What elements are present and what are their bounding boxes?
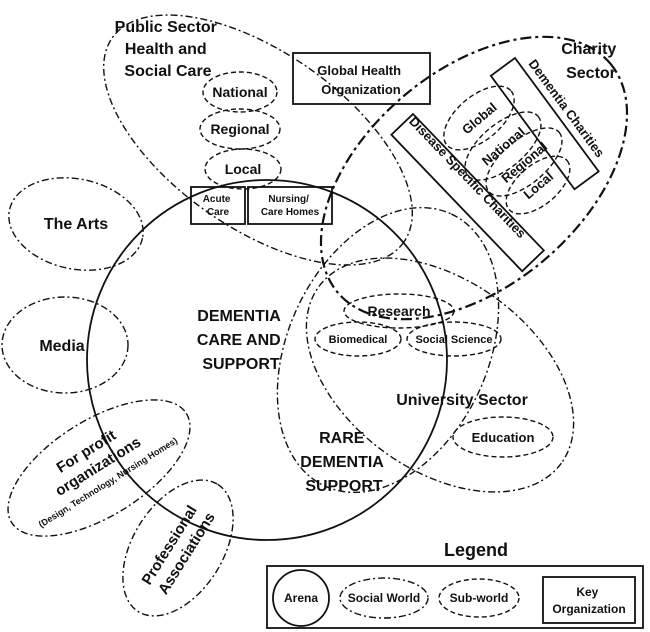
- nursing-homes-box: [247, 186, 333, 225]
- legend-social-world-symbol: [339, 577, 429, 619]
- charity-sector-line-1: Charity: [561, 41, 616, 58]
- legend-social-world-label: Social World: [348, 591, 420, 605]
- rare-dementia-label: RARE DEMENTIA SUPPORT: [300, 430, 387, 495]
- university-sector-ellipse: [305, 257, 575, 493]
- global-health-line-1: Global Health: [317, 63, 401, 78]
- charity-local-subworld: [505, 155, 571, 215]
- local-subworld: [204, 148, 282, 190]
- dementia-care-arena-circle: [86, 179, 448, 541]
- charity-regional-subworld: [485, 127, 563, 197]
- research-subworld: [343, 293, 455, 329]
- regional-label: Regional: [210, 121, 269, 137]
- national-label: National: [212, 84, 267, 100]
- charity-national-subworld: [464, 111, 542, 181]
- legend-key-org-line-2: Organization: [552, 602, 625, 616]
- social-science-label: Social Science: [415, 334, 492, 346]
- dementia-charities-box: [489, 56, 600, 191]
- dementia-care-label: DEMENTIA CARE AND SUPPORT: [197, 308, 285, 373]
- charity-sector-label: Charity Sector: [561, 41, 621, 82]
- legend-arena-label: Arena: [284, 591, 318, 605]
- rare-dementia-line-1: RARE: [319, 430, 365, 447]
- legend-arena-symbol: [272, 569, 330, 627]
- public-sector-line-3: Social Care: [124, 63, 211, 80]
- legend-title: Legend: [444, 540, 508, 560]
- media-ellipse: [1, 296, 129, 394]
- legend-key-org-label: Key Organization: [552, 585, 625, 616]
- global-health-label: Global Health Organization: [317, 63, 404, 97]
- nursing-homes-line-1: Nursing/: [268, 194, 309, 205]
- disease-specific-box: [390, 112, 546, 273]
- legend-sub-world-label: Sub-world: [450, 591, 509, 605]
- nursing-homes-line-2: Care Homes: [261, 207, 320, 218]
- global-health-box: [292, 52, 431, 105]
- rare-dementia-line-2: DEMENTIA: [300, 454, 384, 471]
- professional-label-group: Professional Associations: [139, 499, 219, 598]
- dementia-care-line-2: CARE AND: [197, 332, 281, 349]
- charity-local-label: Local: [520, 169, 556, 202]
- public-sector-line-1: Public Sector: [115, 19, 217, 36]
- biomedical-subworld: [314, 321, 402, 357]
- legend-sub-world-symbol: [438, 578, 520, 618]
- the-arts-ellipse: [8, 177, 144, 271]
- global-health-line-2: Organization: [321, 82, 401, 97]
- legend-key-org-symbol: [542, 576, 636, 624]
- nursing-homes-label: Nursing/ Care Homes: [261, 194, 320, 218]
- rare-dementia-line-3: SUPPORT: [305, 478, 383, 495]
- media-label: Media: [39, 338, 84, 355]
- acute-care-label: Acute Care: [203, 194, 234, 218]
- charity-sector-ellipse: [319, 35, 629, 321]
- education-subworld: [452, 416, 554, 458]
- national-subworld: [202, 71, 278, 113]
- professional-label: Professional Associations: [139, 499, 219, 598]
- local-label: Local: [225, 161, 262, 177]
- rare-dementia-ellipse: [276, 206, 500, 494]
- acute-care-line-2: Care: [207, 207, 230, 218]
- legend-box: [266, 565, 644, 629]
- acute-care-line-1: Acute: [203, 194, 231, 205]
- dementia-care-line-3: SUPPORT: [202, 356, 280, 373]
- the-arts-label: The Arts: [44, 216, 108, 233]
- education-label: Education: [472, 430, 535, 445]
- legend-key-org-line-1: Key: [576, 585, 598, 599]
- public-sector-label: Public Sector Health and Social Care: [115, 19, 222, 80]
- social-science-subworld: [406, 321, 502, 357]
- charity-global-label: Global: [459, 100, 500, 137]
- dementia-care-line-1: DEMENTIA: [197, 308, 281, 325]
- research-label: Research: [367, 303, 430, 319]
- acute-care-box: [190, 186, 246, 225]
- biomedical-label: Biomedical: [329, 334, 388, 346]
- charity-sector-line-2: Sector: [566, 65, 616, 82]
- public-sector-ellipse: [103, 14, 413, 266]
- public-sector-line-2: Health and: [125, 41, 207, 58]
- university-sector-label: University Sector: [396, 392, 528, 409]
